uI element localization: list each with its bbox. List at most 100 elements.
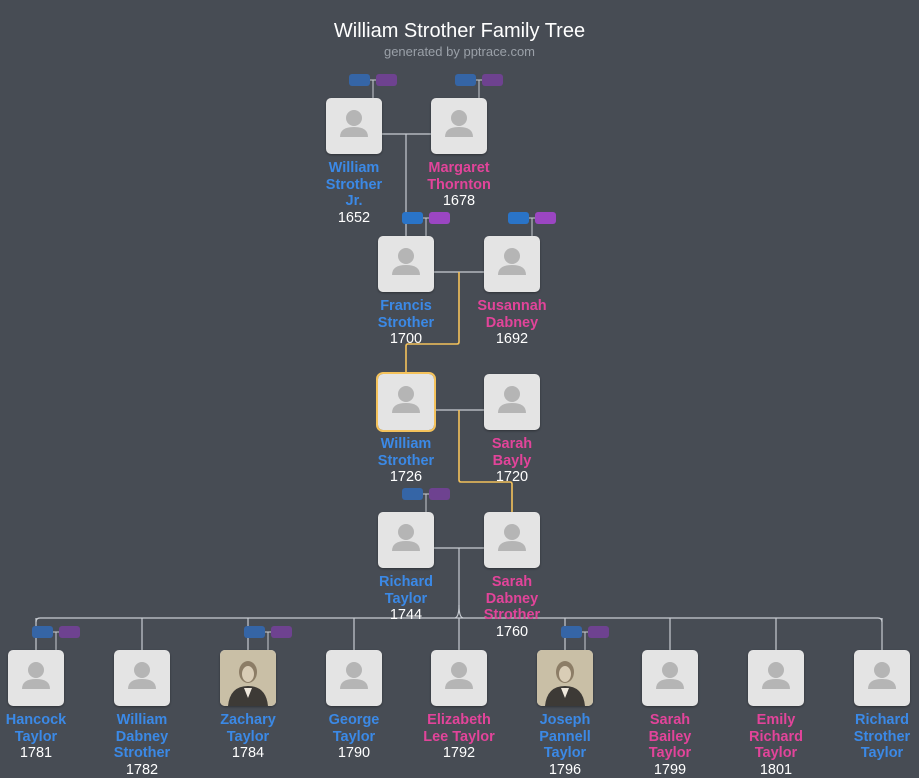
person-first-name: Emily [724, 712, 828, 729]
person-birth-year: 1796 [513, 762, 617, 778]
person-icon [431, 98, 487, 154]
person-birth-year: 1792 [407, 745, 511, 762]
person-birth-year: 1784 [196, 745, 300, 762]
person-icon [326, 98, 382, 154]
person-last-name: Dabney Strother [476, 591, 548, 624]
portrait-photo-icon [537, 650, 593, 706]
person-icon [378, 512, 434, 568]
person-card[interactable] [748, 650, 804, 706]
person-icon [484, 236, 540, 292]
person-first-name: Francis [354, 298, 458, 315]
page-title: William Strother Family Tree [0, 20, 919, 43]
person-icon [8, 650, 64, 706]
mother-toggle-button[interactable] [535, 212, 556, 224]
person-card[interactable] [114, 650, 170, 706]
father-toggle-button[interactable] [402, 212, 423, 224]
person-card[interactable] [484, 236, 540, 292]
person-card[interactable] [378, 236, 434, 292]
person-last-name: Thornton [407, 177, 511, 194]
mother-toggle-button[interactable] [429, 488, 450, 500]
person-icon [748, 650, 804, 706]
person-birth-year: 1760 [460, 624, 564, 641]
father-toggle-button[interactable] [349, 74, 370, 86]
person-card[interactable] [642, 650, 698, 706]
person-first-name: Hancock [0, 712, 88, 729]
mother-toggle-button[interactable] [376, 74, 397, 86]
person-card[interactable] [326, 98, 382, 154]
person-first-name: Joseph [513, 712, 617, 729]
person-first-name: George [302, 712, 406, 729]
person-icon [114, 650, 170, 706]
person-first-name: Sarah [460, 574, 564, 591]
person-card[interactable] [484, 374, 540, 430]
person-birth-year: 1726 [354, 469, 458, 486]
person-icon [326, 650, 382, 706]
person-last-name: Taylor [302, 729, 406, 746]
mother-toggle-button[interactable] [482, 74, 503, 86]
person-card[interactable] [8, 650, 64, 706]
person-last-name: Dabney [460, 315, 564, 332]
person-icon [484, 512, 540, 568]
person-birth-year: 1700 [354, 331, 458, 348]
person-card[interactable] [378, 512, 434, 568]
person-card[interactable] [854, 650, 910, 706]
person-first-name: Zachary [196, 712, 300, 729]
mother-toggle-button[interactable] [429, 212, 450, 224]
person-first-name: Sarah [460, 436, 564, 453]
person-last-name: Strother Taylor [846, 729, 918, 762]
person-last-name: Taylor [0, 729, 88, 746]
father-toggle-button[interactable] [32, 626, 53, 638]
person-icon [378, 236, 434, 292]
person-first-name: Susannah [460, 298, 564, 315]
person-birth-year: 1782 [90, 762, 194, 778]
father-toggle-button[interactable] [244, 626, 265, 638]
person-card[interactable] [431, 98, 487, 154]
person-birth-year: 1799 [618, 762, 722, 778]
father-toggle-button[interactable] [402, 488, 423, 500]
person-last-name: Strother Jr. [318, 177, 390, 210]
person-birth-year: 1781 [0, 745, 88, 762]
person-first-name: Richard [354, 574, 458, 591]
person-card[interactable] [326, 650, 382, 706]
mother-toggle-button[interactable] [59, 626, 80, 638]
father-toggle-button[interactable] [561, 626, 582, 638]
mother-toggle-button[interactable] [588, 626, 609, 638]
father-toggle-button[interactable] [508, 212, 529, 224]
person-icon [431, 650, 487, 706]
person-last-name: Pannell Taylor [529, 729, 601, 762]
person-first-name: William [302, 160, 406, 177]
person-last-name: Lee Taylor [407, 729, 511, 746]
person-card[interactable] [220, 650, 276, 706]
person-last-name: Bailey Taylor [634, 729, 706, 762]
person-birth-year: 1678 [407, 193, 511, 210]
person-card[interactable] [431, 650, 487, 706]
person-icon [484, 374, 540, 430]
person-birth-year: 1790 [302, 745, 406, 762]
person-first-name: Sarah [618, 712, 722, 729]
person-first-name: Elizabeth [407, 712, 511, 729]
person-birth-year: 1720 [460, 469, 564, 486]
person-card[interactable] [484, 512, 540, 568]
person-card[interactable] [537, 650, 593, 706]
person-icon [642, 650, 698, 706]
person-first-name: William [354, 436, 458, 453]
person-last-name: Strother [354, 315, 458, 332]
father-toggle-button[interactable] [455, 74, 476, 86]
person-card[interactable] [378, 374, 434, 430]
mother-toggle-button[interactable] [271, 626, 292, 638]
